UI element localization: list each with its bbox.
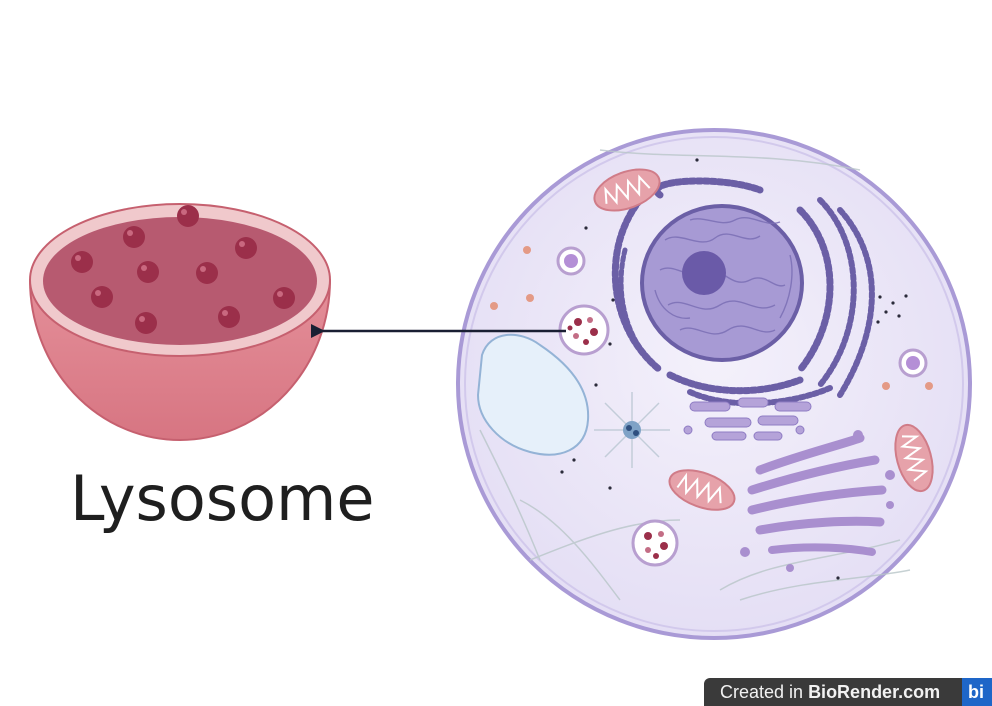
granule — [196, 262, 218, 284]
animal-cell-icon — [456, 128, 972, 640]
cell-membrane-inner — [464, 136, 964, 632]
mitochondria — [593, 168, 934, 511]
granule-highlight — [75, 255, 81, 261]
cell-lysosome — [558, 304, 610, 356]
watermark-prefix: Created in — [720, 681, 809, 702]
granule-highlight — [239, 241, 245, 247]
vacuole — [476, 333, 590, 456]
biorender-logo-icon: bi — [962, 678, 992, 706]
granule-highlight — [127, 230, 133, 236]
granule — [123, 226, 145, 248]
biorender-watermark[interactable]: Created in BioRender.com bi — [704, 678, 992, 706]
lysosome-cup-icon — [28, 203, 332, 441]
granule — [218, 306, 240, 328]
lysosome-granules — [71, 205, 295, 334]
granule — [135, 312, 157, 334]
cell-membrane — [456, 128, 972, 640]
golgi-apparatus — [740, 430, 895, 572]
ribosomes — [560, 158, 908, 580]
smooth-er — [683, 397, 812, 441]
granule-highlight — [95, 290, 101, 296]
cytoplasmic-granules — [490, 246, 933, 390]
granule-highlight — [200, 266, 206, 272]
granule-highlight — [181, 209, 187, 215]
lysosome-lumen — [43, 217, 317, 345]
granule — [71, 251, 93, 273]
peroxisome — [556, 246, 928, 378]
granule-highlight — [222, 310, 228, 316]
granule — [273, 287, 295, 309]
granule — [91, 286, 113, 308]
granule-highlight — [141, 265, 147, 271]
nucleus — [640, 204, 804, 362]
granule-highlight — [277, 291, 283, 297]
cytoskeleton — [479, 149, 911, 601]
granule — [137, 261, 159, 283]
nucleolus — [682, 251, 726, 295]
cell-lysosome — [631, 519, 679, 567]
granule — [177, 205, 199, 227]
granule — [235, 237, 257, 259]
granule-highlight — [139, 316, 145, 322]
centrosome — [594, 392, 670, 468]
watermark-text: Created in BioRender.com — [704, 682, 940, 703]
watermark-brand: BioRender.com — [808, 681, 941, 702]
lysosome-label: Lysosome — [70, 462, 375, 535]
